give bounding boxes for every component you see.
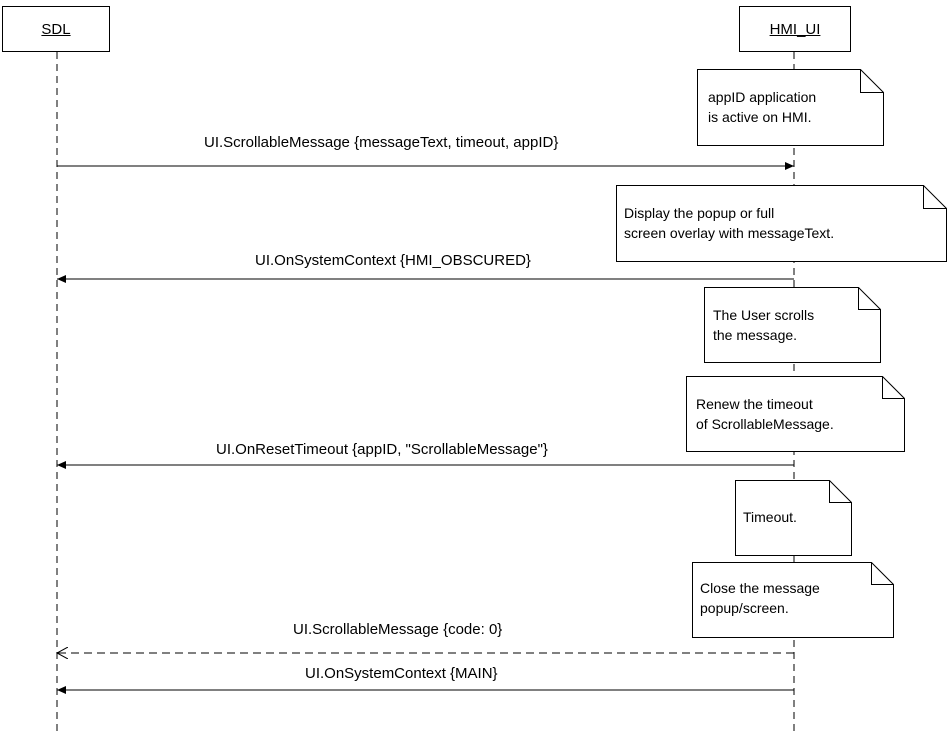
hmi-ui-actor-label: HMI_UI bbox=[769, 20, 821, 38]
note-shape-6 bbox=[692, 562, 894, 638]
message-label-5: UI.OnSystemContext {MAIN} bbox=[305, 665, 498, 682]
note-text-1: appID application is active on HMI. bbox=[708, 89, 817, 125]
message-label-4: UI.ScrollableMessage {code: 0} bbox=[293, 621, 503, 638]
note-text-2: Display the popup or full screen overlay… bbox=[624, 205, 835, 241]
note-text-6: Close the message popup/screen. bbox=[700, 580, 820, 616]
sdl-actor-label: SDL bbox=[41, 20, 71, 38]
note-text-5: Timeout. bbox=[743, 509, 797, 525]
note-shape-1 bbox=[697, 69, 884, 146]
note-shape-2 bbox=[616, 185, 947, 262]
message-label-1: UI.ScrollableMessage {messageText, timeo… bbox=[204, 134, 559, 151]
note-text-3: The User scrolls the message. bbox=[713, 307, 815, 343]
note-shape-4 bbox=[686, 376, 905, 452]
hmi-ui-actor: HMI_UI bbox=[739, 6, 851, 52]
message-label-3: UI.OnResetTimeout {appID, "ScrollableMes… bbox=[216, 441, 548, 458]
note-text-4: Renew the timeout of ScrollableMessage. bbox=[696, 396, 834, 432]
note-shape-3 bbox=[704, 287, 881, 363]
message-label-2: UI.OnSystemContext {HMI_OBSCURED} bbox=[255, 252, 531, 269]
sdl-actor: SDL bbox=[2, 6, 110, 52]
note-shape-5 bbox=[735, 480, 852, 556]
